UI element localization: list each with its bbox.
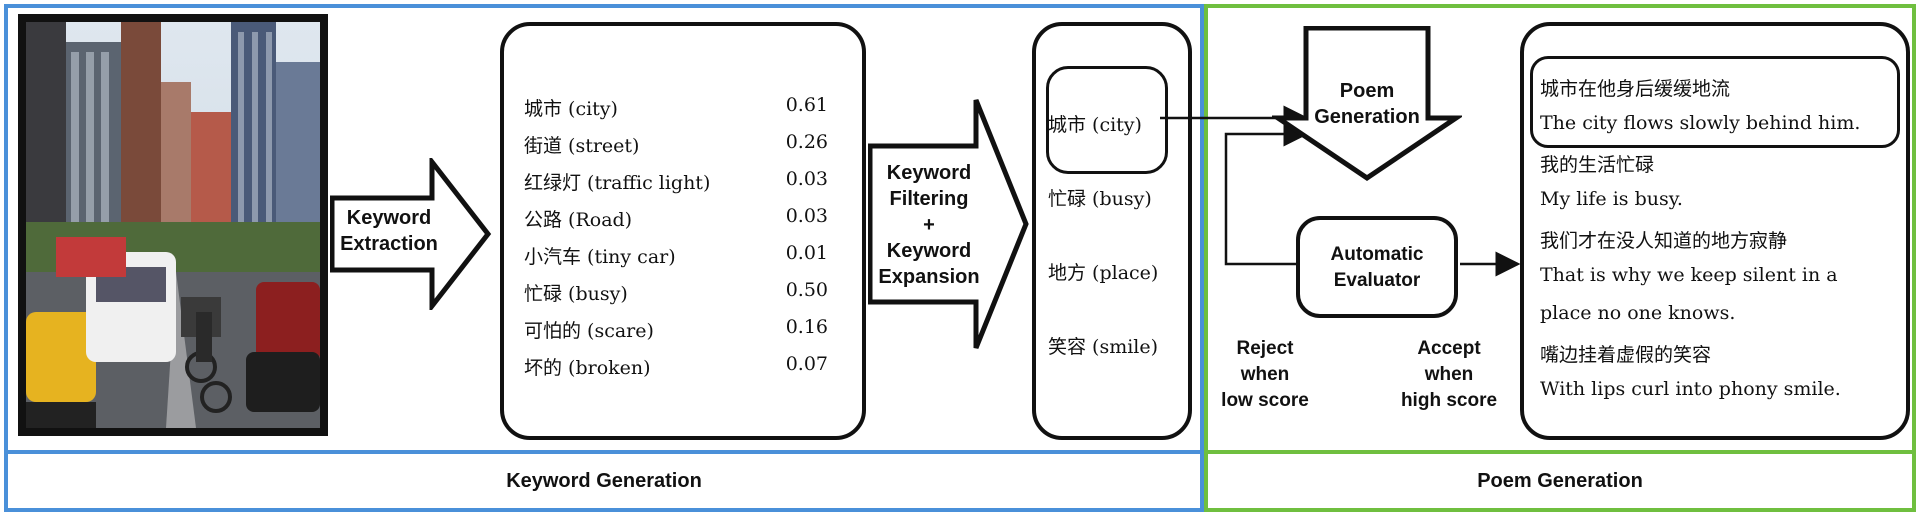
poem-output-box: 城市在他身后缓缓地流 The city flows slowly behind … [1520,22,1910,440]
accept-line: when [1424,364,1474,385]
keyword-extraction-arrow [330,158,492,310]
keyword-score: 0.50 [785,279,828,301]
poem-generation-arrow-label: Poem Generation [1306,78,1428,130]
arrow-label-line: Poem [1339,80,1395,102]
keyword-term: 小汽车 (tiny car) [524,246,676,268]
evaluator-line: Evaluator [1333,270,1421,291]
keyword-term: 忙碌 (busy) [524,283,628,305]
keyword-generation-panel [4,4,1204,512]
reject-label: Reject when low score [1208,336,1322,414]
poem-line: 嘴边挂着虚假的笑容 [1540,344,1712,366]
photo-icon [26,22,320,428]
poem-line: With lips curl into phony smile. [1540,378,1841,400]
keyword-score: 0.03 [785,205,828,227]
accept-line: high score [1400,390,1498,411]
poem-line: place no one knows. [1540,302,1736,324]
keyword-filtering-arrow [868,99,1029,349]
poem-generation-arrow [1272,26,1462,182]
accept-line: Accept [1417,338,1481,359]
poem-line: That is why we keep silent in a [1540,264,1838,286]
arrow-label-line: Expansion [878,266,980,288]
poem-line: My life is busy. [1540,188,1683,210]
poem-generation-panel [1204,4,1916,512]
arrow-label-line: + [923,214,935,236]
keyword-score: 0.16 [785,316,828,338]
selected-keywords-box: 城市 (city) 忙碌 (busy) 地方 (place) 笑容 (smile… [1032,22,1192,440]
accept-label: Accept when high score [1388,336,1510,414]
arrow-label-line: Keyword [886,240,972,262]
keyword-list-box: 城市 (city) 0.61 街道 (street) 0.26 红绿灯 (tra… [500,22,866,440]
keyword-term: 公路 (Road) [524,209,633,231]
reject-line: when [1240,364,1290,385]
arrow-label-line: Keyword [346,207,432,229]
arrow-label-line: Filtering [889,188,969,210]
selected-keyword: 忙碌 (busy) [1048,188,1152,210]
selected-keyword: 笑容 (smile) [1048,336,1159,358]
keyword-score: 0.26 [785,131,828,153]
keyword-term: 街道 (street) [524,135,640,157]
keyword-generation-divider [4,450,1204,454]
keyword-generation-label: Keyword Generation [506,469,702,492]
highlighted-poem-line-box [1530,56,1900,148]
arrow-label-line: Keyword [886,162,972,184]
poem-line: The city flows slowly behind him. [1540,112,1861,134]
reject-loop-arrow [1224,121,1309,266]
poem-line: 城市在他身后缓缓地流 [1540,78,1731,100]
keyword-score: 0.01 [785,242,828,264]
arrow-label-line: Extraction [340,233,438,255]
city-street-photo [18,14,328,436]
keyword-extraction-label: Keyword Extraction [334,205,444,257]
keyword-score: 0.61 [785,94,828,116]
keyword-score: 0.07 [785,353,828,375]
keyword-term: 可怕的 (scare) [524,320,654,342]
automatic-evaluator-box [1296,216,1458,318]
keyword-score: 0.03 [785,168,828,190]
highlighted-keyword-box [1046,66,1168,174]
selected-keyword: 城市 (city) [1048,114,1142,136]
keyword-term: 坏的 (broken) [524,357,651,379]
poem-generation-label: Poem Generation [1477,469,1643,492]
selected-keyword: 地方 (place) [1048,262,1159,284]
keyword-term: 红绿灯 (traffic light) [524,172,711,194]
poem-line: 我的生活忙碌 [1540,154,1655,176]
poem-line: 我们才在没人知道的地方寂静 [1540,230,1788,252]
arrow-label-line: Generation [1314,106,1420,128]
evaluator-line: Automatic [1330,244,1424,265]
reject-line: Reject [1236,338,1294,359]
automatic-evaluator-label: Automatic Evaluator [1296,242,1458,294]
reject-line: low score [1221,390,1309,411]
keyword-term: 城市 (city) [524,98,618,120]
keyword-filtering-label: Keyword Filtering + Keyword Expansion [872,160,986,290]
poem-generation-divider [1204,450,1916,454]
